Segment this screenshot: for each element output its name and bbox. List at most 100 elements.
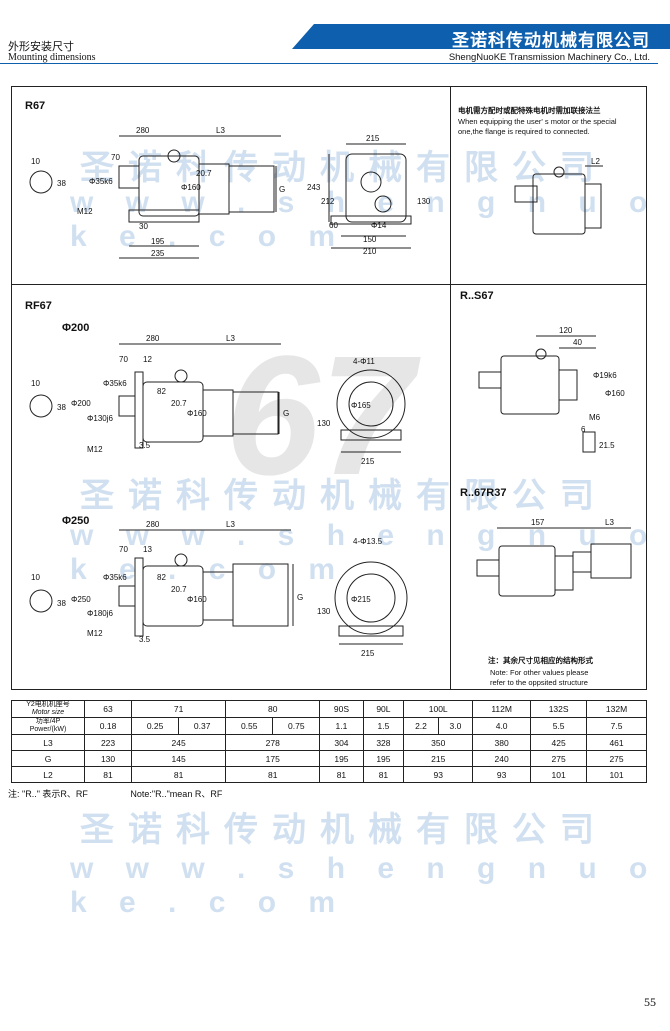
table-row: L2 81 81 81 81 81 93 93 101 101 bbox=[11, 766, 647, 783]
power-cell: 1.5 bbox=[362, 717, 405, 735]
dim-label: 20.7 bbox=[171, 585, 187, 594]
header-rule bbox=[0, 63, 658, 64]
dim-label: Φ19k6 bbox=[593, 371, 617, 380]
dim-label: 38 bbox=[57, 599, 66, 608]
power-cell: 0.75 bbox=[272, 717, 321, 735]
power-cell: 0.37 bbox=[178, 717, 227, 735]
value-cell: 93 bbox=[403, 766, 474, 783]
dim-label: 21.5 bbox=[599, 441, 615, 450]
value-cell: 81 bbox=[83, 766, 133, 783]
value-cell: 130 bbox=[83, 750, 133, 767]
dim-label: M12 bbox=[87, 629, 103, 638]
value-cell: 175 bbox=[225, 750, 321, 767]
motor-size-zh: Y2电机机座号 bbox=[26, 701, 70, 708]
company-name-zh: 圣诺科传动机械有限公司 bbox=[452, 31, 650, 50]
power-cell: 7.5 bbox=[586, 717, 647, 735]
r67-label: R67 bbox=[25, 100, 46, 112]
dim-label: M12 bbox=[87, 445, 103, 454]
dim-label: 13 bbox=[143, 545, 152, 554]
rf67-phi250-side-view bbox=[29, 529, 294, 637]
rf67-phi250-end-view bbox=[334, 561, 408, 645]
page-number: 55 bbox=[644, 995, 656, 1009]
dim-label: L3 bbox=[226, 520, 235, 529]
value-cell: 195 bbox=[362, 750, 405, 767]
r67r37-label: R..67R37 bbox=[460, 487, 507, 499]
value-cell: 380 bbox=[472, 734, 532, 751]
watermark-en: w w w . s h e n g n u o k e . c o m bbox=[70, 852, 660, 919]
power-cell: 5.5 bbox=[530, 717, 588, 735]
motor-size-en: Motor size bbox=[31, 709, 65, 716]
table-row: Y2电机机座号 Motor size 63 71 80 90S 90L 100L… bbox=[11, 700, 647, 718]
table-row: 功率/4P Power/(kW) 0.18 0.25 0.37 0.55 0.7… bbox=[11, 717, 647, 735]
value-cell: 275 bbox=[586, 750, 647, 767]
size-cell: 71 bbox=[131, 700, 227, 718]
dim-label: 20.7 bbox=[196, 169, 212, 178]
dim-label: 4-Φ13.5 bbox=[353, 537, 383, 546]
dim-label: 30 bbox=[139, 222, 148, 231]
table-header-cell: 功率/4P Power/(kW) bbox=[11, 717, 85, 735]
table-row: L3 223 245 278 304 328 350 380 425 461 bbox=[11, 734, 647, 751]
watermark-zh: 圣诺科传动机械有限公司 bbox=[80, 149, 608, 187]
dim-label: L3 bbox=[226, 334, 235, 343]
dim-label: 20.7 bbox=[171, 399, 187, 408]
value-cell: 240 bbox=[472, 750, 532, 767]
value-cell: 304 bbox=[319, 734, 364, 751]
dim-label: 38 bbox=[57, 403, 66, 412]
dim-label: 280 bbox=[146, 334, 160, 343]
rf67-phi250-label: Φ250 bbox=[62, 515, 90, 527]
size-cell: 112M bbox=[472, 700, 532, 718]
dim-label: M12 bbox=[77, 207, 93, 216]
size-cell: 90S bbox=[319, 700, 364, 718]
value-cell: 101 bbox=[530, 766, 588, 783]
frame-divider bbox=[450, 86, 451, 690]
dim-label: Φ130j6 bbox=[87, 414, 114, 423]
power-zh: 功率/4P bbox=[35, 718, 61, 725]
frame-divider bbox=[450, 284, 647, 285]
value-cell: 93 bbox=[472, 766, 532, 783]
frame-divider bbox=[11, 284, 451, 285]
dim-label: L3 bbox=[216, 126, 225, 135]
drawing-frame bbox=[11, 86, 647, 690]
value-cell: 81 bbox=[319, 766, 364, 783]
rf67-phi200-end-view bbox=[336, 369, 406, 453]
power-en: Power/(kW) bbox=[29, 726, 67, 733]
size-cell: 132M bbox=[586, 700, 647, 718]
dim-label: 70 bbox=[119, 545, 128, 554]
dim-label: 10 bbox=[31, 573, 40, 582]
watermark-zh: 圣诺科传动机械有限公司 bbox=[80, 477, 608, 515]
footnote: 注: "R.." 表示R、RF Note:"R.."mean R、RF bbox=[8, 787, 222, 800]
dim-label: 150 bbox=[363, 235, 377, 244]
dim-label: Φ35k6 bbox=[103, 379, 127, 388]
section-title-zh: 外形安装尺寸 bbox=[8, 41, 74, 53]
rf67-label: RF67 bbox=[25, 300, 52, 312]
dim-label: Φ200 bbox=[71, 399, 91, 408]
rf67-phi200-side-view bbox=[29, 343, 281, 449]
dim-label: 157 bbox=[531, 518, 545, 527]
r67-side-view bbox=[29, 135, 281, 259]
dim-label: 130 bbox=[417, 197, 431, 206]
value-cell: 223 bbox=[83, 734, 133, 751]
dim-label: 70 bbox=[111, 153, 120, 162]
dim-label: 243 bbox=[307, 183, 321, 192]
section-title-en: Mounting dimensions bbox=[8, 52, 96, 63]
flange-note-en2: one,the flange is required to connected. bbox=[458, 127, 590, 136]
dim-label: Φ160 bbox=[181, 183, 201, 192]
watermark-en: w w w . s h e n g n u o k e . c o m bbox=[70, 186, 660, 253]
company-banner bbox=[292, 24, 670, 49]
dim-label: 10 bbox=[31, 379, 40, 388]
dim-label: 60 bbox=[329, 221, 338, 230]
dim-label: 130 bbox=[317, 419, 331, 428]
company-name-en: ShengNuoKE Transmission Machinery Co., L… bbox=[448, 52, 650, 63]
footnote-zh: 注: "R.." 表示R、RF bbox=[8, 789, 88, 799]
table-row: G 130 145 175 195 195 215 240 275 275 bbox=[11, 750, 647, 767]
dim-label: Φ35k6 bbox=[89, 177, 113, 186]
r67-end-view bbox=[328, 143, 412, 249]
size-cell: 132S bbox=[530, 700, 588, 718]
value-cell: 81 bbox=[131, 766, 227, 783]
power-cell: 1.1 bbox=[319, 717, 364, 735]
dim-label: 3.5 bbox=[139, 441, 151, 450]
footnote-en: Note:"R.."mean R、RF bbox=[130, 789, 223, 799]
dim-label: 40 bbox=[573, 338, 582, 347]
value-cell: 195 bbox=[319, 750, 364, 767]
power-cell: 3.0 bbox=[437, 717, 474, 735]
